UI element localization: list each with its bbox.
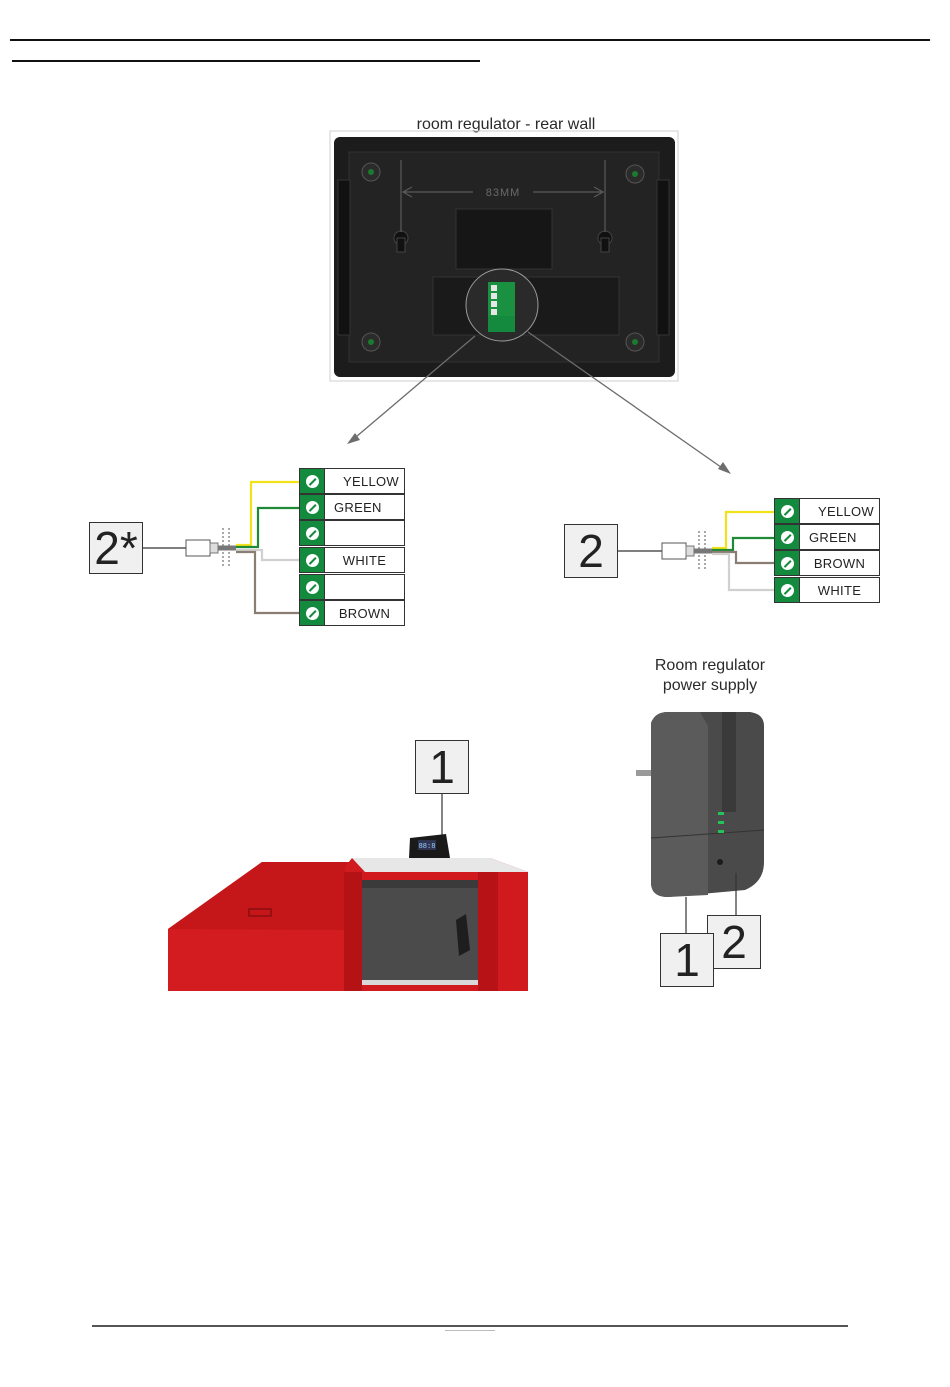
footer-subrule: [445, 1330, 495, 1331]
footer-rule: [92, 1325, 848, 1327]
power-supply-badge-2: 2: [707, 915, 761, 969]
power-supply-badge-1: 1: [660, 933, 714, 987]
